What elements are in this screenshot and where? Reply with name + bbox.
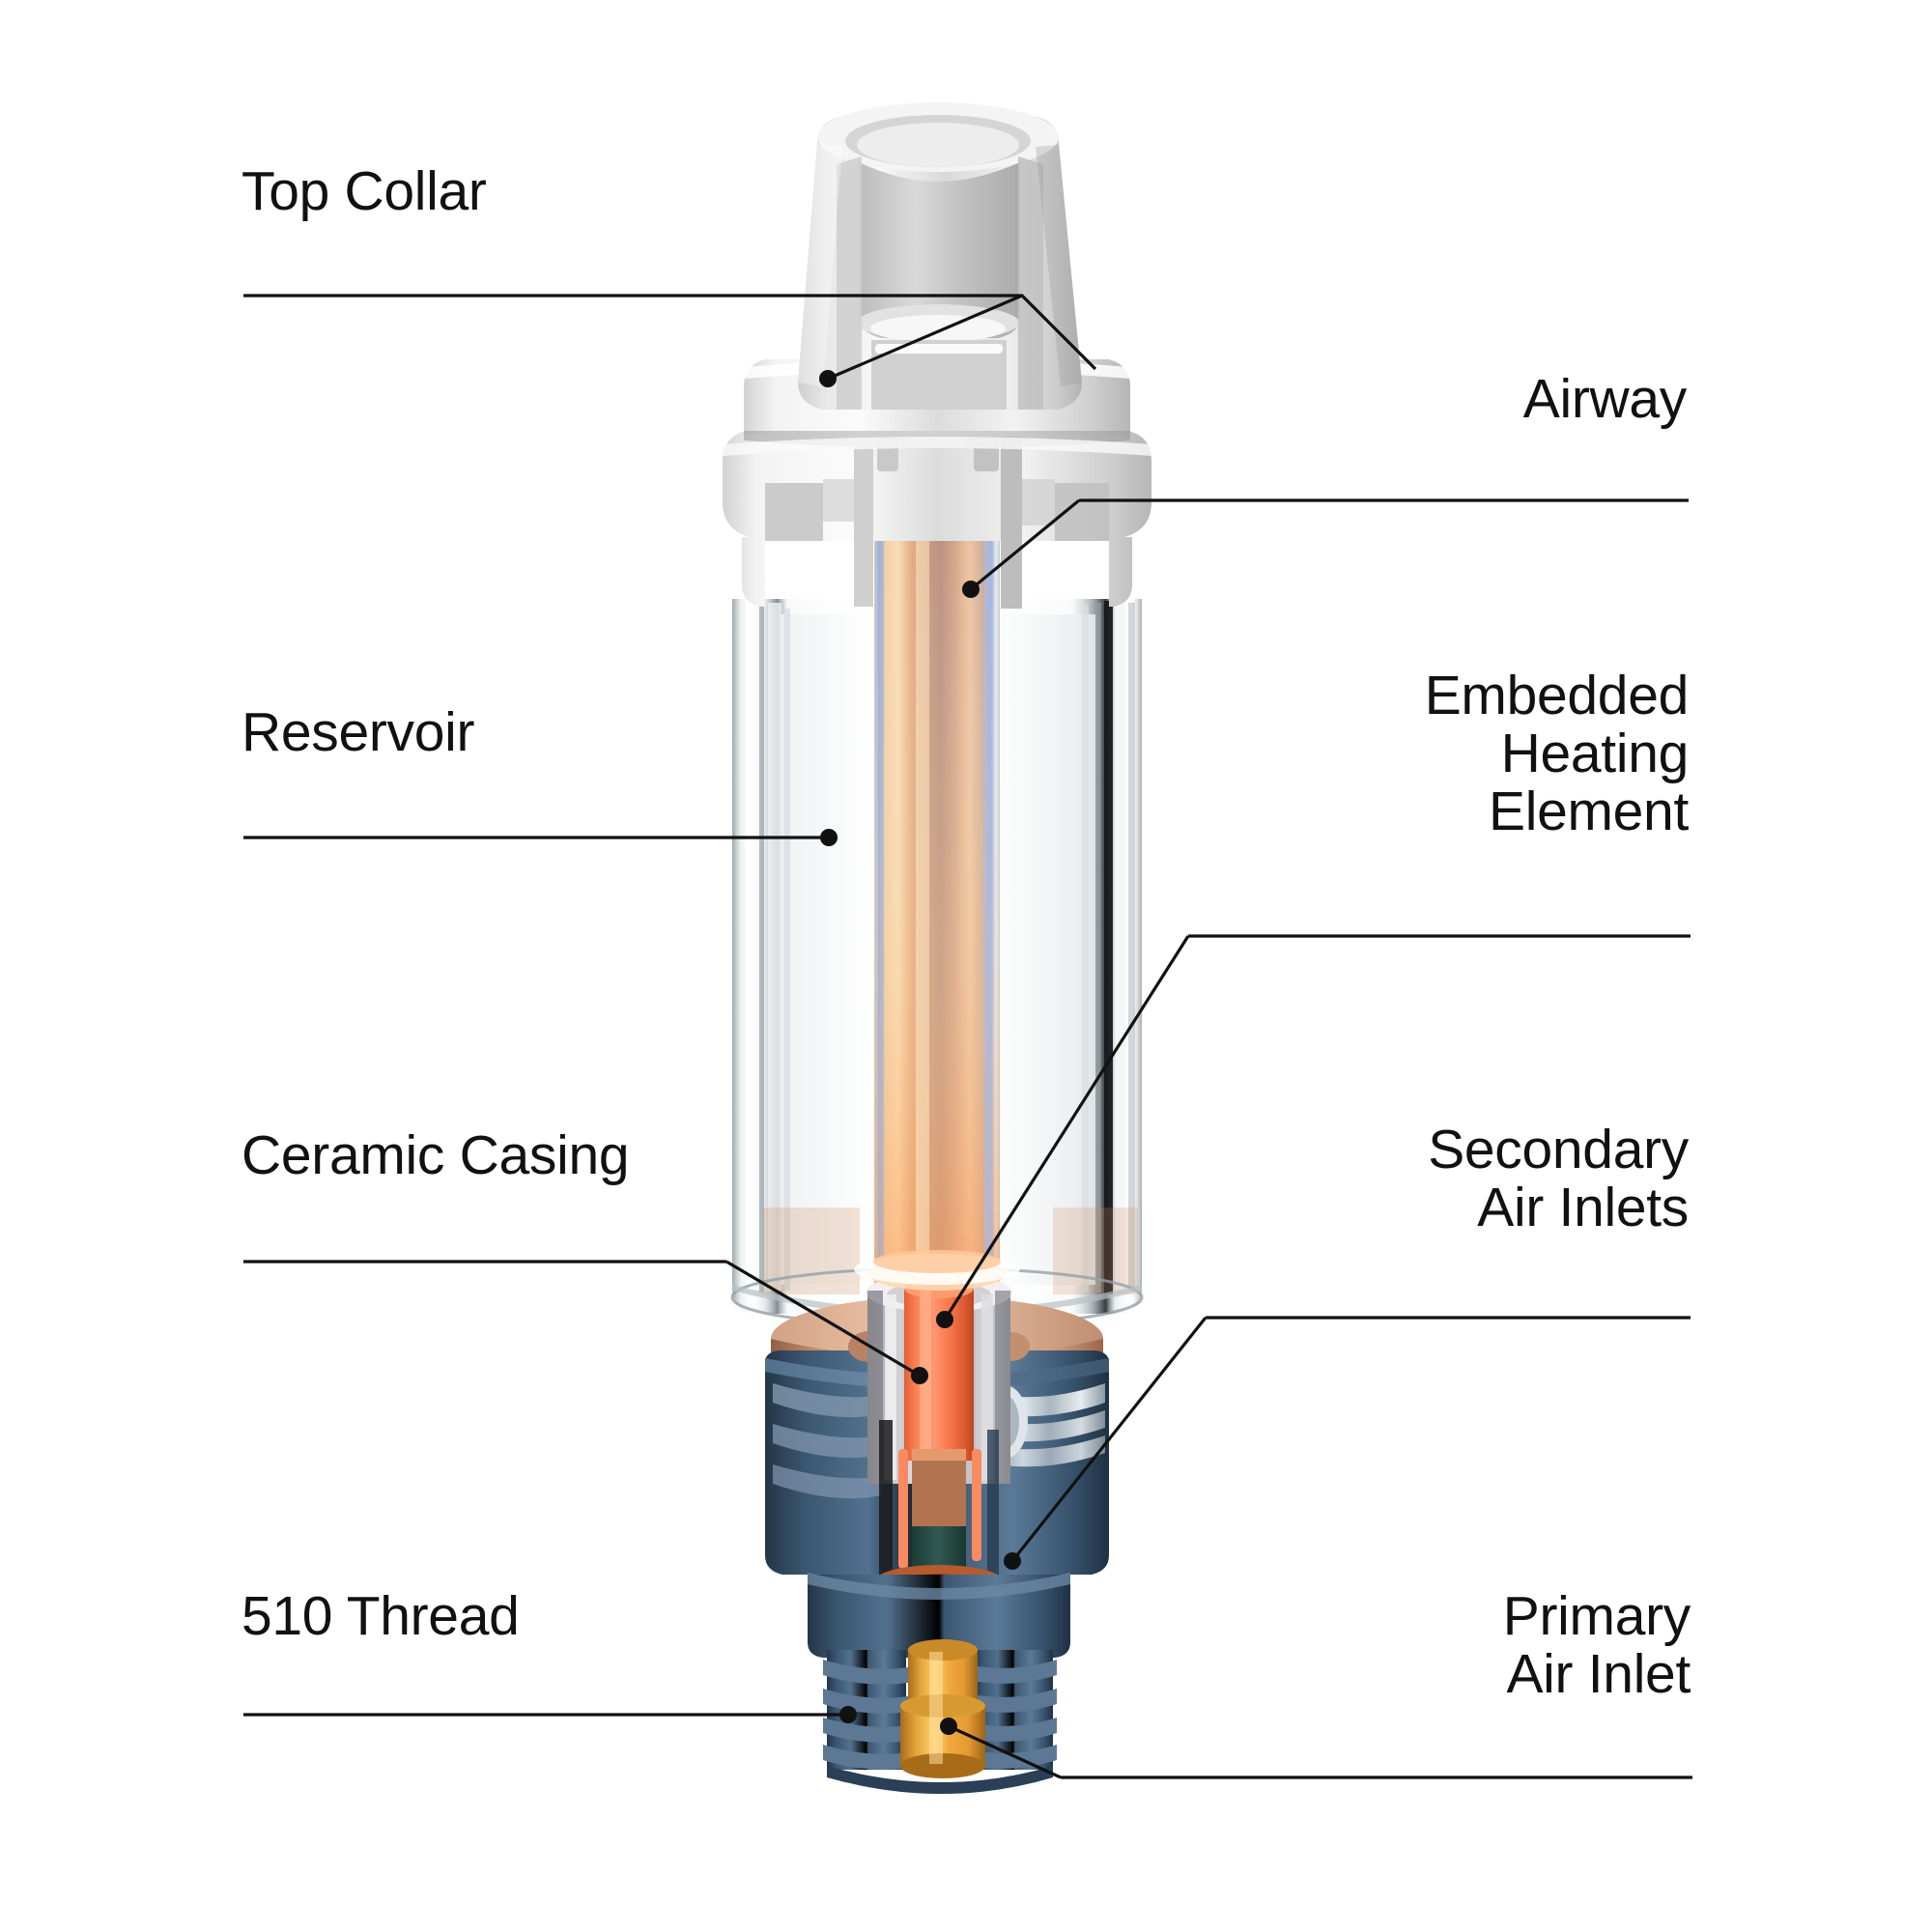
callout-label-line: 510 Thread [242,1585,520,1647]
callout-label-line: Top Collar [242,160,487,222]
atomizer-assembly [765,1250,1109,1658]
callout-label-line: Secondary [1428,1119,1689,1180]
callout-label-line: Embedded [1424,665,1690,726]
callout-label-line: Air Inlet [1506,1643,1690,1705]
airway-tube [873,489,1001,1315]
center-pin [900,1639,985,1778]
callout-label-line: Heating [1500,723,1690,784]
callout-label-line: Reservoir [242,701,475,763]
callout-airway[interactable]: Airway [1522,368,1688,430]
callout-label-line: Element [1488,781,1689,842]
510-thread [823,1639,1057,1794]
callout-secondary-air-inlets[interactable]: Secondary Air Inlets [1428,1121,1689,1236]
callout-label-line: Ceramic Casing [242,1124,630,1186]
callout-label-line: Airway [1522,368,1688,430]
callout-510-thread[interactable]: 510 Thread [242,1587,520,1645]
callout-label-line: Air Inlets [1477,1177,1689,1238]
callout-ceramic-casing[interactable]: Ceramic Casing [242,1124,630,1186]
callout-reservoir[interactable]: Reservoir [242,701,475,763]
callout-top-collar[interactable]: Top Collar [242,162,487,220]
callout-embedded-heating-element[interactable]: Embedded Heating Element [1424,665,1690,842]
callout-label-line: Primary [1502,1585,1691,1647]
mouthpiece-cone [798,102,1082,410]
callout-primary-air-inlet[interactable]: Primary Air Inlet [1502,1585,1691,1705]
